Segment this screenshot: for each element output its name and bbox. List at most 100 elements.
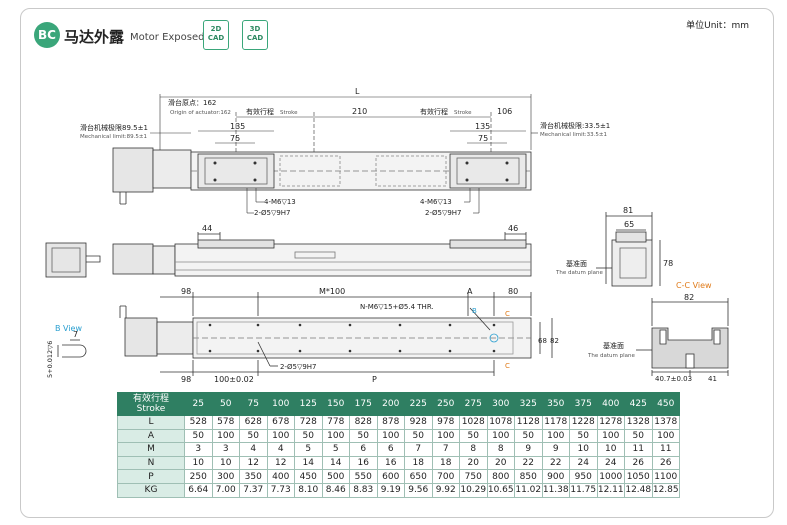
cad-2d-button[interactable]: 2D CAD xyxy=(203,20,229,50)
motor-coupler-top xyxy=(152,149,192,189)
table-cell: 578 xyxy=(211,415,240,430)
title-chinese: 马达外露 xyxy=(64,28,125,46)
table-cell: 4 xyxy=(266,442,295,457)
stroke-value: 400 xyxy=(596,392,625,416)
table-cell: 1050 xyxy=(624,469,653,484)
table-cell: 528 xyxy=(184,415,213,430)
pin-right: 2-Ø5▽9H7 xyxy=(425,209,462,217)
cc-section xyxy=(651,327,729,369)
table-cell: 12.48 xyxy=(624,482,653,498)
c-marker-top: C xyxy=(505,310,510,318)
dim-68: 68 xyxy=(538,337,547,345)
stroke-value: 200 xyxy=(376,392,405,416)
stroke-value: 175 xyxy=(349,392,378,416)
table-cell: 26 xyxy=(651,455,680,471)
datum-en-2: The datum plane xyxy=(587,353,635,359)
table-cell: 9.19 xyxy=(376,482,405,498)
table-cell: 50 xyxy=(349,428,378,444)
dim-100: 100±0.02 xyxy=(214,375,254,384)
table-cell: 11.75 xyxy=(569,482,598,498)
carriage-right-top xyxy=(449,153,527,189)
pin-bottom: 2-Ø5▽9H7 xyxy=(280,363,317,371)
row-label: N xyxy=(117,455,185,471)
table-cell: 750 xyxy=(459,469,488,484)
drawing-frame xyxy=(20,8,774,518)
table-cell: 6 xyxy=(349,442,378,457)
cc-view-title: C-C View xyxy=(676,281,712,290)
table-cell: 18 xyxy=(431,455,460,471)
table-cell: 1178 xyxy=(541,415,570,430)
table-cell: 22 xyxy=(541,455,570,471)
table-cell: 3 xyxy=(211,442,240,457)
table-cell: 20 xyxy=(459,455,488,471)
table-cell: 100 xyxy=(266,428,295,444)
table-cell: 8 xyxy=(486,442,515,457)
cad-2d-label: 2D xyxy=(210,25,222,33)
technical-drawing: L 滑台原点：162 Origin of actuator:162 有效行程 S… xyxy=(45,87,729,384)
unit-label: 单位Unit：mm xyxy=(686,21,749,31)
table-cell: 16 xyxy=(376,455,405,471)
table-cell: 400 xyxy=(266,469,295,484)
table-cell: 1078 xyxy=(486,415,515,430)
table-cell: 50 xyxy=(514,428,543,444)
dim-135-left: 135 xyxy=(230,122,245,131)
dim-75-right: 75 xyxy=(478,134,488,143)
table-cell: 100 xyxy=(211,428,240,444)
table-cell: 11.02 xyxy=(514,482,543,498)
pin-left: 2-Ø5▽9H7 xyxy=(254,209,291,217)
table-cell: 8.10 xyxy=(294,482,323,498)
dim-M100: M*100 xyxy=(319,287,345,296)
table-cell: 50 xyxy=(404,428,433,444)
table-cell: 10 xyxy=(596,442,625,457)
table-cell: 50 xyxy=(184,428,213,444)
dim-210: 210 xyxy=(352,107,367,116)
cc-dim-40: 40.7±0.03 xyxy=(655,375,692,383)
table-cell: 7 xyxy=(431,442,460,457)
table-cell: 20 xyxy=(486,455,515,471)
table-cell: 24 xyxy=(569,455,598,471)
cad-3d-button[interactable]: 3D CAD xyxy=(242,20,268,50)
dim-81: 81 xyxy=(623,206,633,215)
stroke-value: 250 xyxy=(431,392,460,416)
dim-46: 46 xyxy=(508,224,518,233)
title-english: Motor Exposed xyxy=(130,32,205,43)
table-cell: 12.85 xyxy=(651,482,680,498)
table-cell: 900 xyxy=(541,469,570,484)
stroke-value: 275 xyxy=(459,392,488,416)
mech-right-cn: 滑台机械极限:33.5±1 xyxy=(540,121,610,130)
carriage-left-side xyxy=(197,239,275,249)
cad-3d-label: 3D xyxy=(249,25,261,33)
table-cell: 1128 xyxy=(514,415,543,430)
table-cell: 100 xyxy=(541,428,570,444)
table-cell: 8.46 xyxy=(321,482,350,498)
stroke-right-cn: 有效行程 xyxy=(420,107,448,116)
table-cell: 550 xyxy=(349,469,378,484)
table-cell: 10 xyxy=(211,455,240,471)
table-cell: 7 xyxy=(404,442,433,457)
cc-dim-41: 41 xyxy=(708,375,717,383)
table-cell: 7.00 xyxy=(211,482,240,498)
table-cell: 500 xyxy=(321,469,350,484)
origin-en: Origin of actuator:162 xyxy=(170,110,231,116)
c-marker-bottom: C xyxy=(505,362,510,370)
dim-82-side: 82 xyxy=(550,337,559,345)
table-cell: 12 xyxy=(266,455,295,471)
stroke-value: 25 xyxy=(184,392,213,416)
table-cell: 26 xyxy=(624,455,653,471)
table-cell: 878 xyxy=(376,415,405,430)
table-cell: 24 xyxy=(596,455,625,471)
table-cell: 728 xyxy=(294,415,323,430)
table-cell: 678 xyxy=(266,415,295,430)
mech-left-en: Mechanical limit:89.5±1 xyxy=(80,134,147,140)
series-badge: BC xyxy=(34,22,60,48)
table-cell: 50 xyxy=(459,428,488,444)
dim-78: 78 xyxy=(663,259,673,268)
table-cell: 50 xyxy=(294,428,323,444)
table-cell: 828 xyxy=(349,415,378,430)
table-cell: 100 xyxy=(651,428,680,444)
